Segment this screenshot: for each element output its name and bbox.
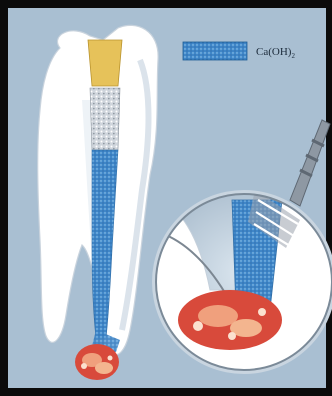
cotton-pellet	[90, 88, 120, 150]
legend-label: Ca(OH)2	[256, 46, 295, 60]
crown-filling	[88, 40, 122, 86]
enlarged-lesion	[178, 290, 282, 350]
legend-swatch	[183, 42, 247, 60]
periapical-lesion	[75, 344, 119, 380]
